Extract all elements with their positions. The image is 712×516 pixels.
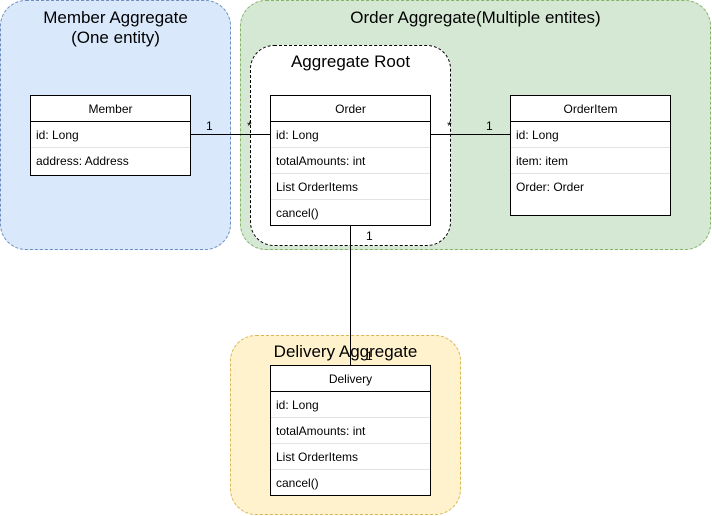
member-order-target-multiplicity: *	[247, 119, 252, 133]
aggregate-root-title: Aggregate Root	[290, 52, 411, 71]
class-member-attribute: address: Address	[36, 154, 129, 168]
class-orderitem-attribute: Order: Order	[516, 180, 585, 194]
order-delivery-target-multiplicity: 1	[366, 349, 373, 363]
class-delivery-attribute: id: Long	[271, 392, 430, 418]
class-order[interactable]: Order id: Long totalAmounts: int List Or…	[270, 95, 431, 226]
class-delivery-method: cancel()	[276, 476, 319, 490]
class-order-attribute: id: Long	[271, 122, 430, 148]
class-member-attribute: id: Long	[31, 122, 190, 148]
class-member-name: Member	[31, 96, 190, 122]
class-order-method: cancel()	[276, 206, 319, 220]
class-orderitem-attribute: item: item	[511, 148, 670, 174]
class-order-attribute: totalAmounts: int	[271, 148, 430, 174]
order-orderitem-source-multiplicity: *	[447, 119, 452, 133]
class-member[interactable]: Member id: Long address: Address	[30, 95, 191, 176]
class-orderitem-attribute: id: Long	[511, 122, 670, 148]
class-order-name: Order	[271, 96, 430, 122]
member-order-source-multiplicity: 1	[206, 119, 213, 133]
class-delivery-name: Delivery	[271, 366, 430, 392]
delivery-aggregate-title: Delivery Aggregate	[273, 342, 418, 361]
order-orderitem-target-multiplicity: 1	[486, 119, 493, 133]
class-order-attribute: List OrderItems	[271, 174, 430, 200]
class-delivery[interactable]: Delivery id: Long totalAmounts: int List…	[270, 365, 431, 496]
class-delivery-attribute: List OrderItems	[271, 444, 430, 470]
class-delivery-attribute: totalAmounts: int	[271, 418, 430, 444]
class-orderitem-name: OrderItem	[511, 96, 670, 122]
class-orderitem[interactable]: OrderItem id: Long item: item Order: Ord…	[510, 95, 671, 216]
order-delivery-source-multiplicity: 1	[366, 229, 373, 243]
member-aggregate-title: Member Aggregate (One entity)	[43, 8, 188, 47]
order-aggregate-title: Order Aggregate(Multiple entites)	[350, 8, 601, 27]
